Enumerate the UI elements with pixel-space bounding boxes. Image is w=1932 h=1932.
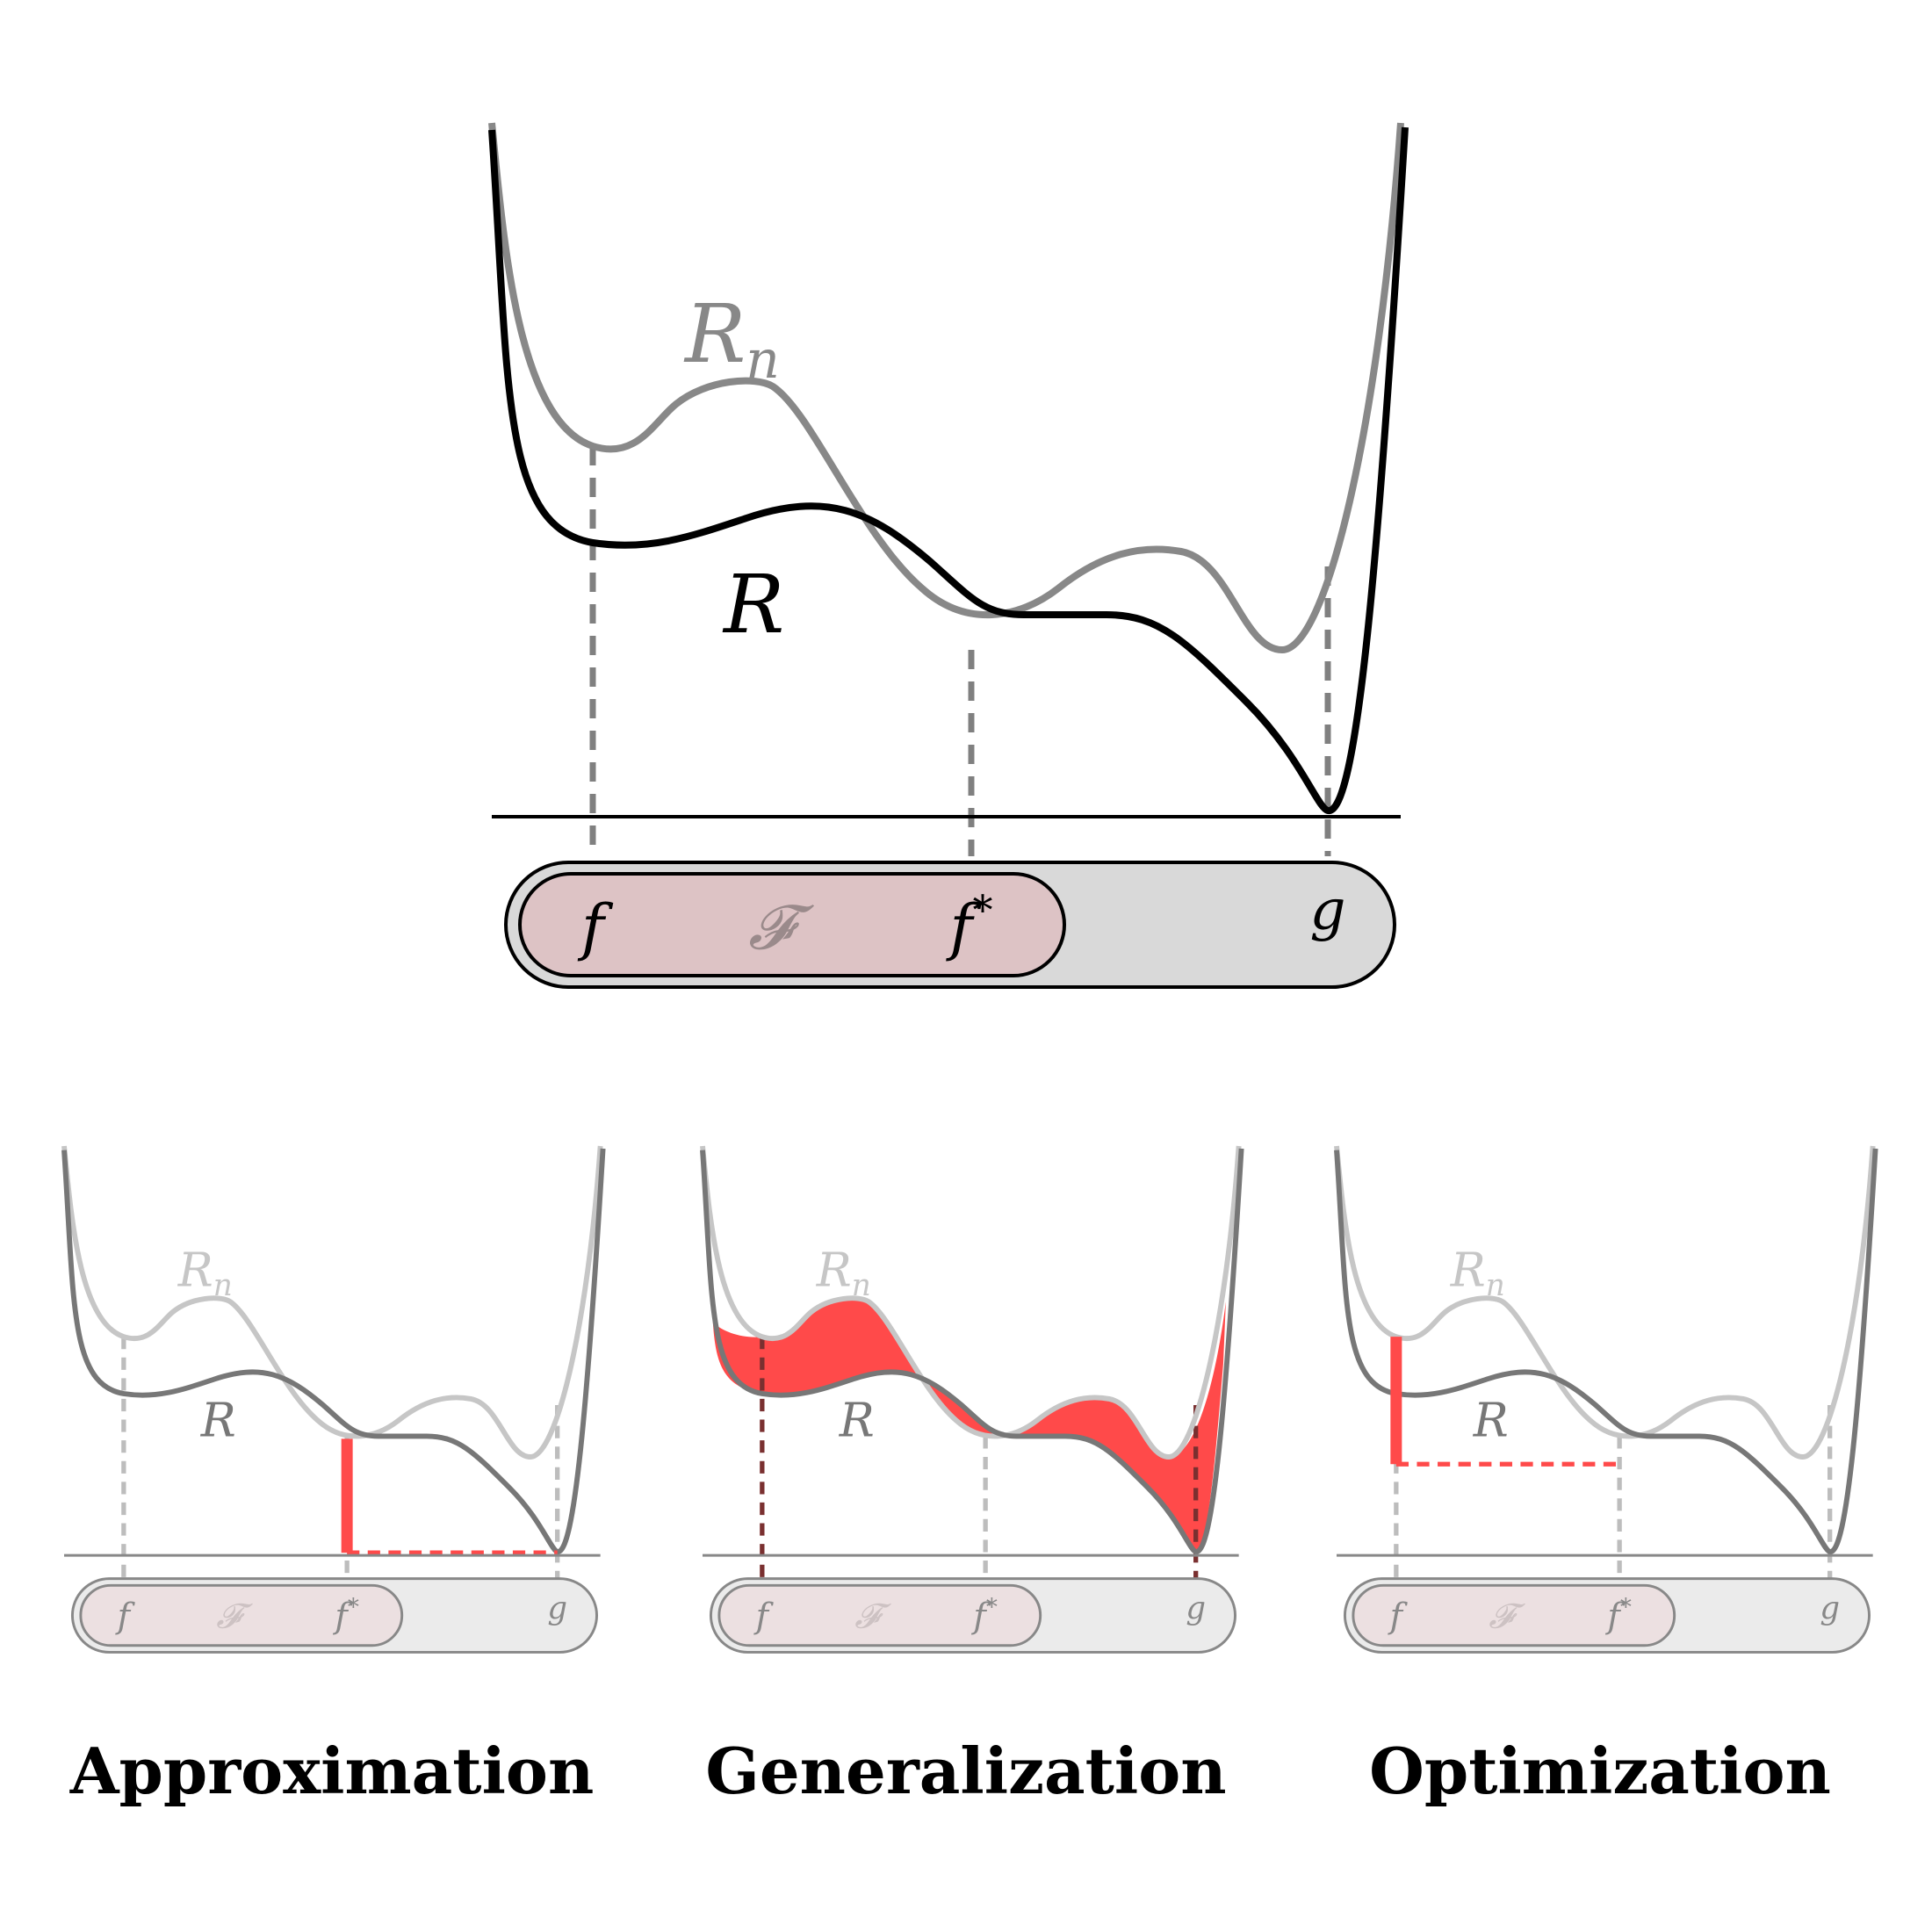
true-risk-curve bbox=[1334, 1148, 1878, 1554]
true-risk-curve-line bbox=[488, 126, 1409, 814]
empirical-risk-curve bbox=[488, 122, 1404, 654]
true-risk-curve bbox=[61, 1148, 606, 1554]
label-g: g bbox=[547, 1590, 567, 1626]
label-g: g bbox=[1310, 878, 1346, 943]
true-risk-label: R bbox=[1473, 1393, 1509, 1447]
true-risk-label: R bbox=[839, 1393, 875, 1447]
empirical-risk-label: Rn bbox=[1450, 1243, 1505, 1303]
empirical-risk-curve bbox=[61, 1145, 603, 1460]
hypothesis-class-pill bbox=[79, 1583, 404, 1647]
caption-approximation: Approximation bbox=[69, 1734, 595, 1808]
empirical-risk-curve bbox=[700, 1145, 1242, 1460]
label-f-star: f* bbox=[332, 1594, 358, 1636]
true-risk-label: R bbox=[722, 558, 784, 652]
empirical-risk-label: Rn bbox=[816, 1243, 871, 1303]
generalization-gap-area bbox=[712, 1298, 1226, 1552]
empirical-risk-label: Rn bbox=[177, 1243, 233, 1303]
label-g: g bbox=[1186, 1590, 1206, 1626]
caption-generalization: Generalization bbox=[705, 1734, 1226, 1808]
label-g: g bbox=[1820, 1590, 1840, 1626]
hypothesis-class-pill bbox=[518, 872, 1066, 977]
main-panel: Rn R f 𝓕 f* g bbox=[488, 122, 1409, 989]
true-risk-curve bbox=[700, 1148, 1244, 1554]
hypothesis-class-pill bbox=[717, 1583, 1042, 1647]
empirical-risk-label: Rn bbox=[683, 287, 780, 391]
label-f-star: f* bbox=[970, 1594, 997, 1636]
caption-optimization: Optimization bbox=[1369, 1734, 1831, 1808]
true-risk-label: R bbox=[200, 1393, 236, 1447]
hypothesis-class-pill bbox=[1352, 1583, 1676, 1647]
